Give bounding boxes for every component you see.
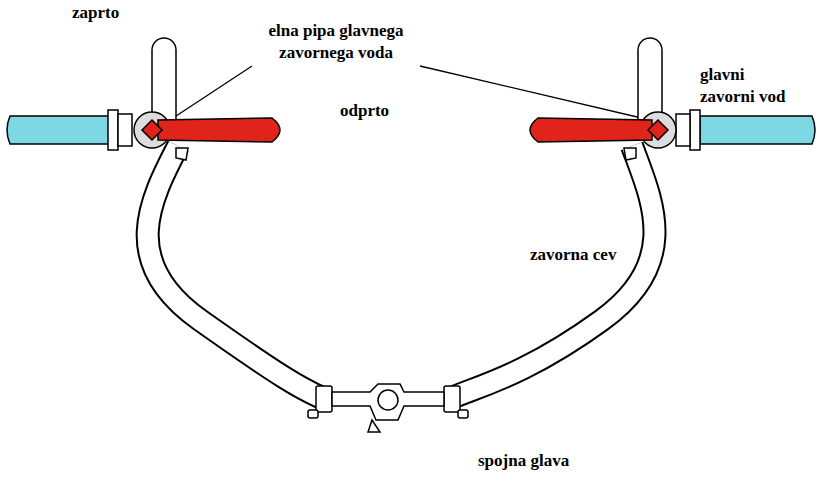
part-label: elna pipa glavnega zavornega voda: [250, 20, 422, 64]
part-label: glavni zavorni vod: [700, 64, 796, 108]
leader-line: [420, 66, 650, 120]
end-cock: [134, 112, 280, 160]
coupling-head: [308, 384, 468, 432]
end-cock: [530, 112, 676, 160]
leader-line: [170, 66, 252, 120]
main-brake-pipe: [7, 110, 132, 150]
brake-hose: [148, 146, 655, 398]
main-brake-pipe: [676, 110, 815, 150]
state-label: odprto: [340, 100, 389, 122]
part-label: spojna glava: [478, 450, 569, 472]
state-label: zaprto: [72, 2, 119, 24]
part-label: zavorna cev: [530, 244, 616, 266]
